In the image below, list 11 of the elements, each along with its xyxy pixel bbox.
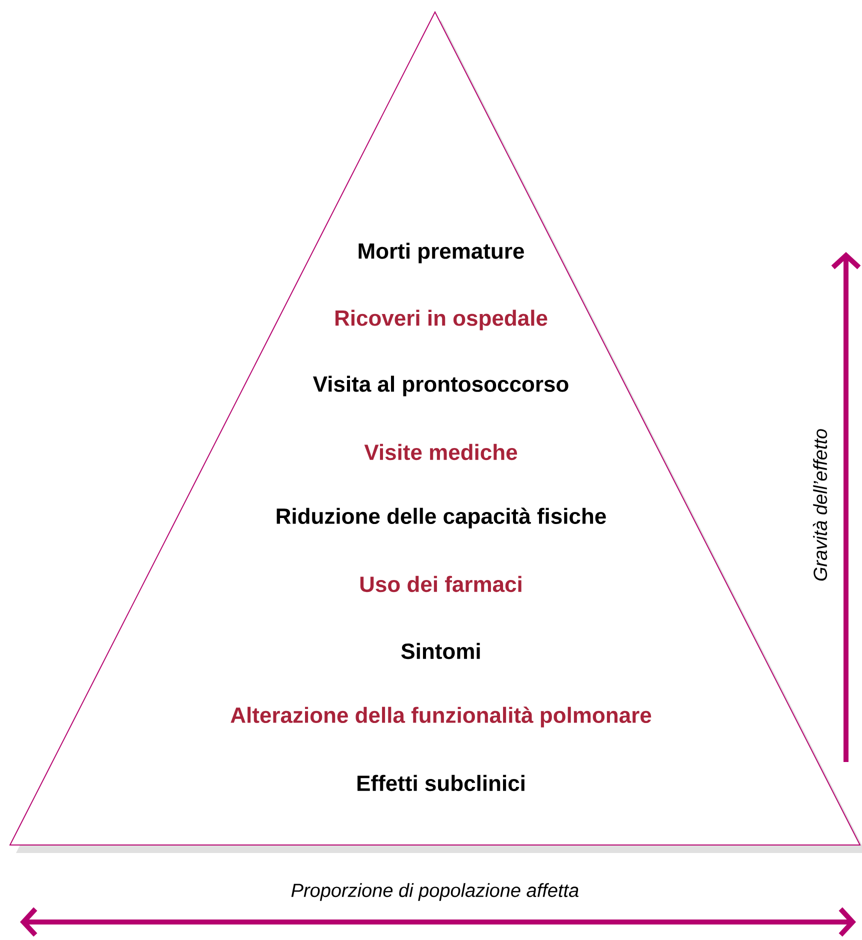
axis-label: Gravità dell’effetto [812, 429, 828, 581]
pyramid-level-label: Effetti subclinici [358, 774, 524, 792]
pyramid-level-label: Visite mediche [364, 444, 518, 460]
pyramid-level-label: Alterazione della funzionalità polmonare [230, 706, 652, 728]
axis-label: Proporzione di popolazione affetta [291, 883, 578, 901]
pyramid-level-label: Visita al prontosoccorso [313, 376, 568, 396]
pyramid-level-label: Morti premature [358, 242, 524, 264]
pyramid-level-label: Uso dei farmaci [360, 576, 522, 592]
pyramid-level-label: Ricoveri in ospedale [336, 310, 548, 330]
pyramid-level-label: Sintomi [401, 642, 480, 660]
pyramid-level-label: Riduzione delle capacità fisiche [276, 508, 606, 528]
